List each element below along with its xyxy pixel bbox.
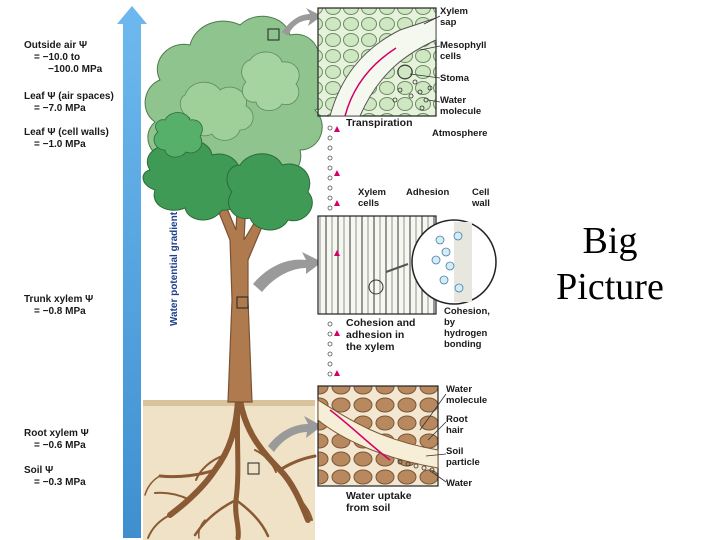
root-xylem-potential-label: Root xylem Ψ = −0.6 MPa [24, 428, 89, 451]
water-column-dots [327, 125, 333, 377]
trunk-zoom-box [236, 296, 249, 309]
water-potential-gradient-arrow [117, 6, 147, 538]
xylem-detail-panel [317, 215, 497, 315]
cohesion-hydrogen-bonding-label: Cohesion, by hydrogen bonding [444, 306, 490, 350]
stoma-label: Stoma [440, 73, 470, 84]
leader-lines [409, 15, 447, 483]
trunk-xylem-potential-label: Trunk xylem Ψ = −0.8 MPa [24, 294, 94, 317]
leaf-zoom-box [267, 28, 280, 41]
water-uptake-label: Water uptake from soil [346, 490, 412, 514]
zoom-arrows [253, 8, 322, 452]
cohesion-adhesion-label: Cohesion and adhesion in the xylem [346, 317, 416, 353]
tree-roots [144, 397, 317, 540]
leaf-air-spaces-potential-label: Leaf Ψ (air spaces) = −7.0 MPa [24, 91, 114, 114]
adhesion-label: Adhesion [406, 187, 450, 198]
root-detail-panel [317, 385, 439, 487]
big-picture-title: Big Picture [556, 220, 664, 308]
root-zoom-box [247, 462, 260, 475]
water-potential-gradient-label: Water potential gradient [169, 211, 180, 327]
leaf-detail-panel [317, 7, 437, 117]
leaf-cell-walls-potential-label: Leaf Ψ (cell walls) = −1.0 MPa [24, 127, 109, 150]
outside-air-potential-label: Outside air Ψ = −10.0 to −100.0 MPa [24, 40, 103, 75]
transpiration-label: Transpiration [346, 117, 413, 129]
tree-foliage [142, 15, 329, 231]
soil-potential-label: Soil Ψ = −0.3 MPa [24, 465, 86, 488]
atmosphere-label: Atmosphere [432, 128, 488, 139]
water-flow-markers [334, 126, 340, 376]
ground-soil [143, 403, 315, 540]
water-label: Water [446, 478, 473, 489]
